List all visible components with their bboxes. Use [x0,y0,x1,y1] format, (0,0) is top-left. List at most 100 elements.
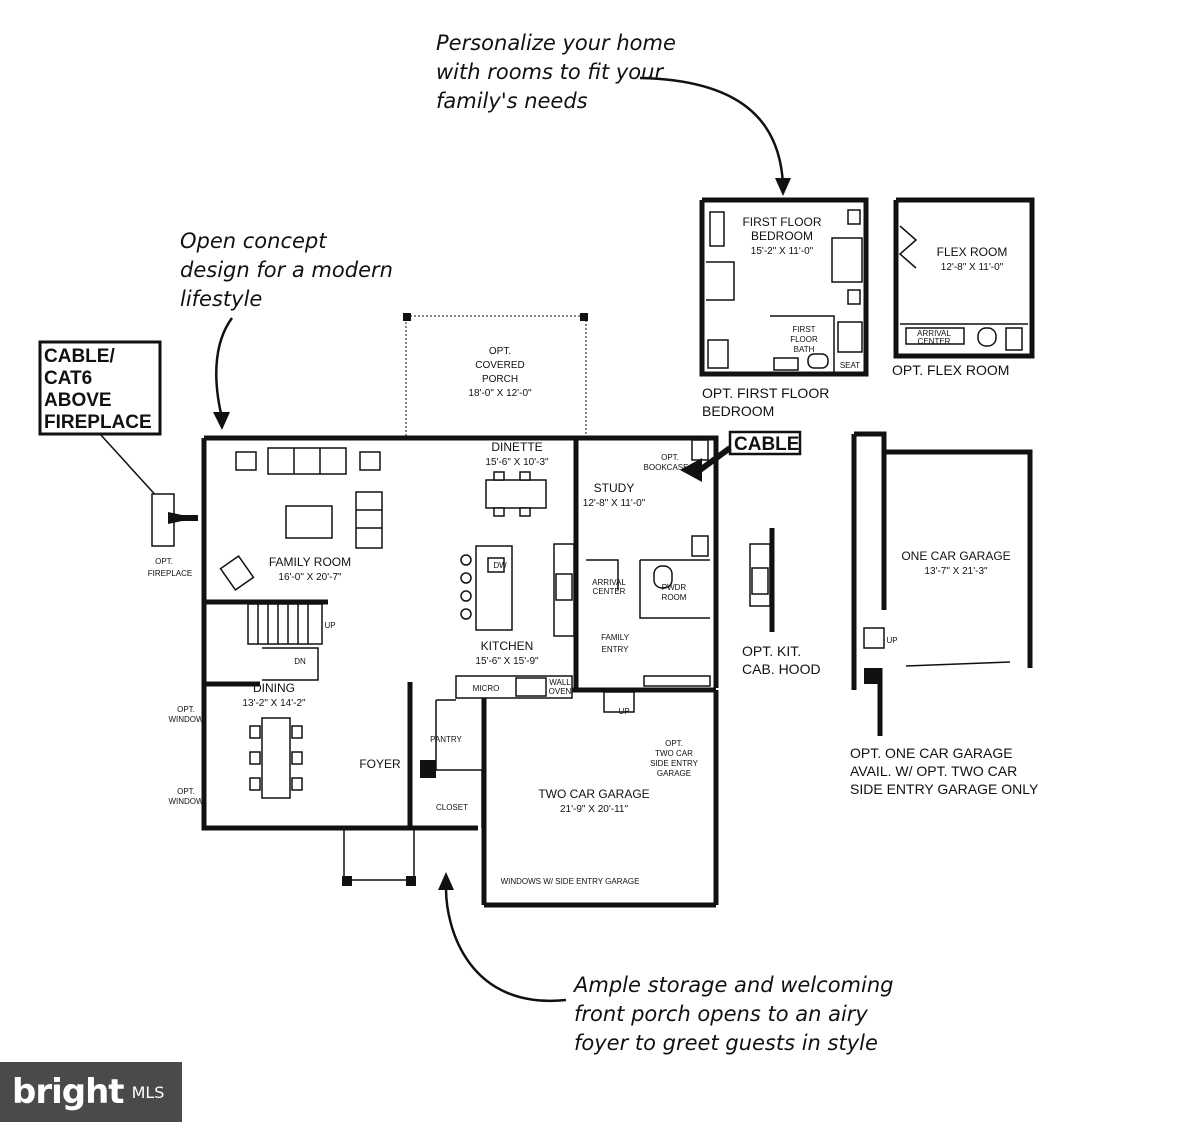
svg-text:STUDY: STUDY [594,481,635,495]
svg-text:DN: DN [294,657,306,666]
svg-text:SIDE ENTRY: SIDE ENTRY [650,759,699,768]
svg-text:CENTER: CENTER [593,587,626,596]
svg-text:12'-8" X 11'-0": 12'-8" X 11'-0" [941,262,1004,273]
callout-cable-label: CABLE [734,434,799,455]
family-room-furniture [219,447,383,592]
svg-text:Ample storage and welcoming: Ample storage and welcoming [572,973,893,997]
garage-steps [603,691,635,713]
svg-text:PORCH: PORCH [482,374,518,385]
svg-text:ARRIVAL: ARRIVAL [917,329,951,338]
svg-text:WINDOW: WINDOW [168,715,204,724]
room-labels: FAMILY ROOM 16'-0" X 20'-7" DINETTE 15'-… [242,440,698,886]
svg-text:ONE CAR GARAGE: ONE CAR GARAGE [901,549,1010,563]
svg-text:PWDR: PWDR [662,583,687,592]
svg-text:UP: UP [618,707,629,716]
pwdr-toilet [653,565,673,589]
svg-text:WALL: WALL [549,678,571,687]
svg-text:foyer to greet guests in style: foyer to greet guests in style [574,1031,878,1055]
svg-text:FIRST FLOOR: FIRST FLOOR [742,215,821,229]
stairs [247,603,323,681]
study-bookcase-bottom [691,535,709,557]
svg-text:UP: UP [324,621,335,630]
svg-text:TWO CAR GARAGE: TWO CAR GARAGE [538,787,649,801]
svg-text:21'-9" X 20'-11": 21'-9" X 20'-11" [560,804,628,815]
annotation-personalize: Personalize your home with rooms to fit … [436,31,676,113]
callout-cable-cat6-line4: FIREPLACE [44,412,152,433]
opt-kit-cab-hood-label-2: CAB. HOOD [742,661,821,677]
svg-text:15'-2" X 11'-0": 15'-2" X 11'-0" [751,246,814,257]
callout-cable-cat6-line3: ABOVE [44,390,112,411]
opt-flex-room-label: OPT. FLEX ROOM [892,362,1009,378]
opt-flex-room-plan: FLEX ROOM 12'-8" X 11'-0" ARRIVAL CENTER [893,197,1035,359]
svg-text:FOYER: FOYER [359,757,401,771]
svg-text:FAMILY ROOM: FAMILY ROOM [269,555,351,569]
dinette-table [485,471,547,517]
svg-text:BATH: BATH [794,345,815,354]
annotation-arrow-open-concept [215,317,234,419]
svg-text:DINETTE: DINETTE [491,440,542,454]
kitchen-island [460,543,575,637]
svg-text:ROOM: ROOM [662,593,687,602]
svg-text:OVEN: OVEN [549,687,572,696]
opt-one-car-garage-label-3: SIDE ENTRY GARAGE ONLY [850,781,1039,797]
cable-arrow [680,458,702,482]
svg-text:CLOSET: CLOSET [436,803,468,812]
svg-text:with rooms to fit your: with rooms to fit your [436,60,664,84]
svg-text:13'-2" X 14'-2": 13'-2" X 14'-2" [242,698,306,709]
svg-text:DW: DW [493,561,507,570]
svg-text:design for a modern: design for a modern [180,258,393,282]
svg-text:OPT.: OPT. [177,705,195,714]
dining-table [249,717,303,799]
svg-text:15'-6" X 10'-3": 15'-6" X 10'-3" [485,457,549,468]
callout-cable-cat6-line1: CABLE/ [44,346,115,367]
annotation-open-concept: Open concept design for a modern lifesty… [180,229,393,311]
callout-cable-cat6-box [38,340,162,436]
svg-text:FLEX ROOM: FLEX ROOM [937,245,1008,259]
svg-text:family's needs: family's needs [436,89,588,113]
cable-arrow-shaft [698,445,732,473]
svg-text:COVERED: COVERED [475,360,524,371]
svg-text:BEDROOM: BEDROOM [751,229,813,243]
svg-text:CENTER: CENTER [918,337,951,346]
svg-text:UP: UP [886,636,897,645]
svg-text:15'-6" X 15'-9": 15'-6" X 15'-9" [475,656,539,667]
annotation-storage: Ample storage and welcoming front porch … [572,973,893,1055]
svg-text:ENTRY: ENTRY [602,645,630,654]
svg-text:TWO CAR: TWO CAR [655,749,693,758]
svg-text:WINDOWS W/ SIDE ENTRY GARAGE: WINDOWS W/ SIDE ENTRY GARAGE [501,877,640,886]
svg-text:OPT.: OPT. [661,453,679,462]
opt-kit-cab-hood-label: OPT. KIT. [742,643,801,659]
arrowhead-personalize [775,178,791,196]
study-bookcase-top [691,439,709,461]
svg-text:MICRO: MICRO [473,684,500,693]
svg-text:Open concept: Open concept [180,229,327,253]
svg-text:FIRST: FIRST [792,325,815,334]
arrowhead-open-concept [213,412,230,430]
svg-text:FLOOR: FLOOR [790,335,818,344]
logo-suffix: MLS [131,1082,165,1102]
svg-text:16'-0" X 20'-7": 16'-0" X 20'-7" [278,572,342,583]
opt-kit-cab-hood-plan [749,528,775,632]
svg-text:ARRIVAL: ARRIVAL [592,578,626,587]
svg-text:FAMILY: FAMILY [601,633,630,642]
svg-text:Personalize your home: Personalize your home [436,31,676,55]
callout-cable-cat6-leader [99,433,161,501]
logo-brand: bright [12,1072,125,1112]
svg-text:DINING: DINING [253,681,295,695]
svg-text:WINDOW: WINDOW [168,797,204,806]
opt-first-floor-bedroom-label-2: BEDROOM [702,403,774,419]
svg-text:13'-7" X 21'-3": 13'-7" X 21'-3" [924,566,988,577]
opt-fireplace-label-2: FIREPLACE [148,569,192,578]
annotation-arrow-personalize [639,76,785,186]
arrowhead-storage [438,872,454,890]
opt-one-car-garage-label: OPT. ONE CAR GARAGE [850,745,1013,761]
svg-text:OPT.: OPT. [177,787,195,796]
svg-text:lifestyle: lifestyle [180,287,262,311]
svg-text:12'-8" X 11'-0": 12'-8" X 11'-0" [583,498,646,509]
svg-text:PANTRY: PANTRY [430,735,462,744]
opt-one-car-garage-label-2: AVAIL. W/ OPT. TWO CAR [850,763,1017,779]
small-labels: OPT. WINDOW OPT. WINDOW OPT. BOOKCASE UP… [168,453,688,806]
opt-one-car-garage-plan: ONE CAR GARAGE 13'-7" X 21'-3" UP [851,431,1033,736]
opt-first-floor-bedroom-label: OPT. FIRST FLOOR [702,385,829,401]
